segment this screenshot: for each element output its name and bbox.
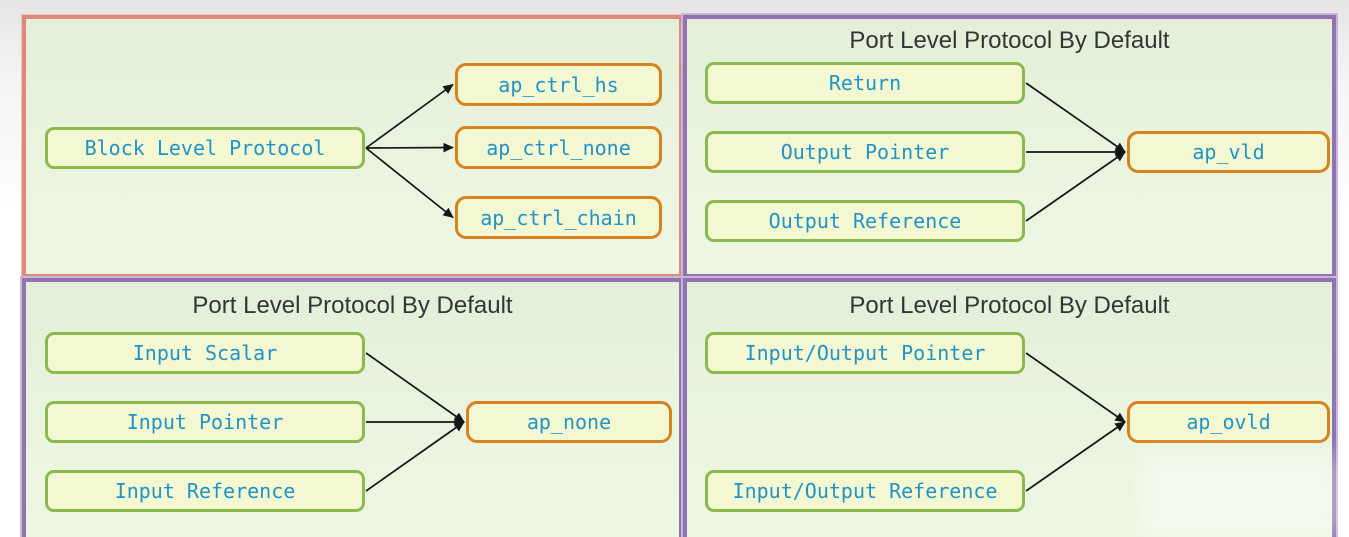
node-input-scalar: Input Scalar [45, 332, 365, 374]
node-input-output-reference: Input/Output Reference [705, 470, 1025, 512]
quadrant-title: Port Level Protocol By Default [849, 292, 1170, 319]
watermark-smudge [1140, 452, 1340, 537]
quadrant-port-level-inout: Port Level Protocol By Default Input/Out… [683, 278, 1336, 537]
node-ap-vld: ap_vld [1127, 131, 1330, 173]
quadrant-title: Port Level Protocol By Default [849, 27, 1170, 54]
quadrant-block-level-protocol: Block Level Protocol ap_ctrl_hs ap_ctrl_… [22, 15, 683, 278]
node-input-output-pointer: Input/Output Pointer [705, 332, 1025, 374]
quadrant-port-level-input: Port Level Protocol By Default Input Sca… [22, 278, 683, 537]
quadrant-title: Port Level Protocol By Default [192, 292, 513, 319]
node-output-pointer: Output Pointer [705, 131, 1025, 173]
node-input-reference: Input Reference [45, 470, 365, 512]
node-return: Return [705, 62, 1025, 104]
quadrant-port-level-output: Port Level Protocol By Default Return Ou… [683, 15, 1336, 278]
node-ap-none: ap_none [466, 401, 672, 443]
node-ap-ovld: ap_ovld [1127, 401, 1330, 443]
node-ap-ctrl-none: ap_ctrl_none [455, 126, 662, 169]
node-input-pointer: Input Pointer [45, 401, 365, 443]
node-output-reference: Output Reference [705, 200, 1025, 242]
node-block-level-protocol: Block Level Protocol [45, 127, 365, 169]
node-ap-ctrl-hs: ap_ctrl_hs [455, 63, 662, 106]
node-ap-ctrl-chain: ap_ctrl_chain [455, 196, 662, 239]
